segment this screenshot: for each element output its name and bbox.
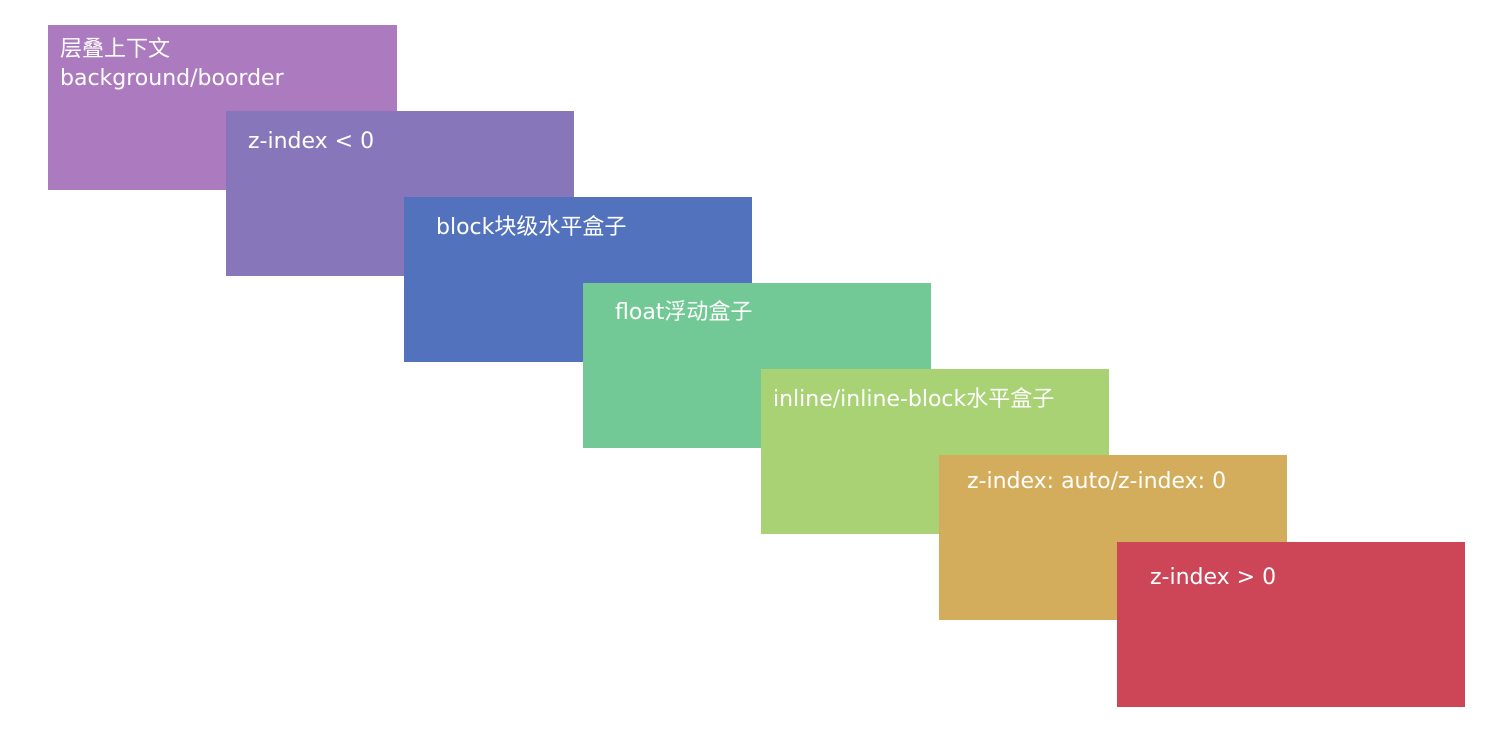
layer-label: 层叠上下文 background/boorder (60, 35, 390, 93)
layer-label-line-1: 层叠上下文 (60, 37, 171, 62)
layer-label: z-index: auto/z-index: 0 (967, 469, 1227, 494)
layer-label: z-index < 0 (248, 129, 375, 154)
layer-label: block块级水平盒子 (436, 215, 627, 240)
layer-inline-box: inline/inline-block水平盒子 (761, 369, 1109, 534)
layer-label-line-2: background/boorder (60, 66, 284, 91)
layer-positive-z-index: z-index > 0 (1117, 542, 1465, 707)
layer-label: z-index > 0 (1150, 565, 1277, 590)
layer-label: inline/inline-block水平盒子 (773, 387, 1055, 412)
layer-label: float浮动盒子 (615, 300, 753, 325)
layer-stacking-context-background: 层叠上下文 background/boorder (48, 25, 397, 190)
